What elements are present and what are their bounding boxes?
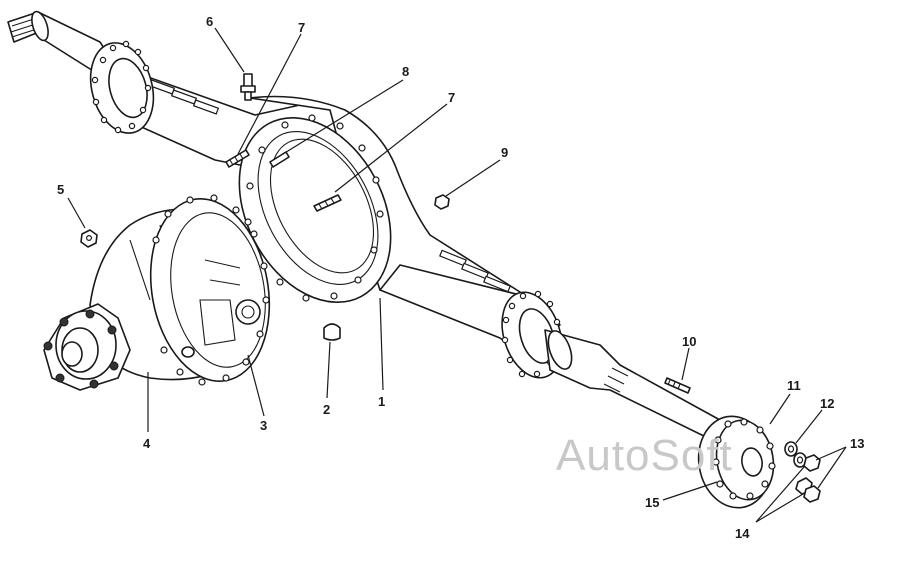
hub-flange	[697, 415, 776, 509]
callout-2: 2	[323, 402, 330, 417]
callout-7-center: 7	[448, 90, 455, 105]
callout-13: 13	[850, 436, 864, 451]
differential-carrier	[89, 194, 271, 386]
stud-10	[664, 377, 691, 394]
left-axle-shaft	[7, 10, 107, 75]
plug-9	[434, 194, 450, 210]
stud-7-upper	[225, 149, 250, 168]
callout-11: 11	[787, 378, 801, 393]
plug-2	[323, 323, 341, 341]
breather-6	[240, 73, 256, 101]
stud-7-center	[313, 194, 342, 212]
callout-3: 3	[260, 418, 267, 433]
callout-14: 14	[735, 526, 750, 541]
callout-8: 8	[402, 64, 409, 79]
callout-6: 6	[206, 14, 213, 29]
left-housing-flange	[89, 40, 155, 134]
callout-12: 12	[820, 396, 834, 411]
callout-9: 9	[501, 145, 508, 160]
callout-7-upper: 7	[298, 20, 305, 35]
pinion-flange	[43, 303, 131, 391]
callout-4: 4	[143, 436, 151, 451]
callout-15: 15	[645, 495, 659, 510]
callout-1: 1	[378, 394, 385, 409]
leader-lines	[67, 27, 847, 523]
callout-labels: 1 2 3 4 5 6 7 7 8 9 10 11 12 13 14 15	[57, 14, 864, 541]
washer-and-nuts	[784, 441, 821, 503]
watermark-text: AutoSoft	[556, 431, 733, 480]
callout-5: 5	[57, 182, 64, 197]
callout-10: 10	[682, 334, 696, 349]
nut-5	[80, 229, 98, 248]
stud-8	[269, 151, 290, 168]
